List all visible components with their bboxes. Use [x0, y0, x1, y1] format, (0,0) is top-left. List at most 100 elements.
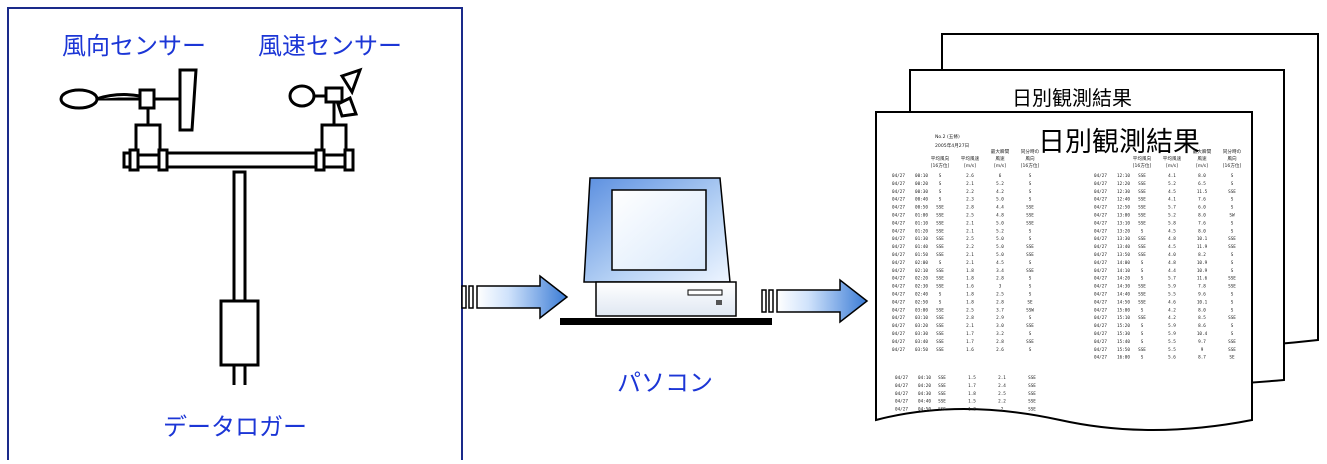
report-cell: 03:20 [915, 323, 928, 329]
report-cell: S [1029, 236, 1032, 242]
report-cell: S [1029, 228, 1032, 234]
report-cell: 04/27 [892, 205, 905, 211]
report-cell: S [1029, 347, 1032, 353]
report-header-left-dir: [16方位] [931, 162, 950, 169]
report-cell: 14:30 [1117, 284, 1130, 290]
report-cell: SSE [1138, 181, 1146, 187]
wind-vane [59, 68, 198, 132]
report-cell: 11.6 [1197, 276, 1208, 282]
report-cell: S [1141, 331, 1144, 337]
computer-icon [560, 177, 772, 325]
report-cell: 04/27 [892, 236, 905, 242]
report-cell: SSE [1026, 205, 1034, 211]
report-cell: 2.1 [966, 181, 974, 187]
report-cell: 5.5 [1168, 292, 1176, 298]
report-cell: 3.4 [996, 268, 1004, 274]
report-cell: SSE [1138, 299, 1146, 305]
report-cell: SSE [1228, 315, 1236, 321]
report-cell: 04/27 [892, 284, 905, 290]
report-cell: S [1231, 260, 1234, 266]
report-cell: 04/27 [892, 220, 905, 226]
report-cell: SSE [1138, 197, 1146, 203]
report-cell: 5.0 [996, 244, 1004, 250]
report-cell: SSE [1228, 236, 1236, 242]
report-cell: 04:40 [918, 399, 931, 405]
report-cell: 12:20 [1117, 181, 1130, 187]
report-cell: 03:40 [915, 339, 928, 345]
report-cell: 04/27 [1094, 323, 1107, 329]
report-cell: SSE [938, 375, 946, 381]
report-cell: SSE [1138, 220, 1146, 226]
report-cell: SSE [1138, 205, 1146, 211]
report-station: No.2 (五條) [935, 133, 960, 140]
report-cell: 2.3 [966, 197, 974, 203]
report-cell: 03:00 [915, 307, 928, 313]
report-cell: 2.1 [966, 228, 974, 234]
report-cell: 2.2 [998, 399, 1006, 405]
report-cell: 2.1 [998, 375, 1006, 381]
report-title: 日別観測結果 [1038, 127, 1200, 158]
report-stack [875, 33, 1319, 431]
report-cell: 01:50 [915, 252, 928, 258]
report-cell: 15:00 [1117, 307, 1130, 313]
report-cell: 04/27 [1094, 292, 1107, 298]
report-cell: SSE [1026, 213, 1034, 219]
report-cell: 2.6 [996, 347, 1004, 353]
report-header-left-avg: [m/s] [964, 163, 976, 169]
anemometer [288, 67, 363, 118]
report-cell: SSE [1026, 244, 1034, 250]
report-cell: SSE [936, 315, 944, 321]
report-cell: S [1029, 181, 1032, 187]
report-cell: 04/27 [895, 383, 908, 389]
report-cell: SSE [938, 407, 946, 413]
report-cell: 04/27 [892, 347, 905, 353]
report-cell: SSE [936, 331, 944, 337]
report-header-right-dir: [16方位] [1133, 162, 1152, 169]
report-cell: 4.4 [1168, 268, 1176, 274]
report-cell: 04/27 [1094, 213, 1107, 219]
report-cell: 04/27 [1094, 220, 1107, 226]
report-cell: S [1029, 315, 1032, 321]
report-cell: S [939, 197, 942, 203]
report-header-left-maxdir: [16方位] [1021, 162, 1040, 169]
report-cell: 8.0 [1198, 307, 1206, 313]
report-cell: 2.8 [966, 315, 974, 321]
report-cell: 04/27 [892, 299, 905, 305]
report-cell: S [1141, 323, 1144, 329]
report-cell: S [1029, 173, 1032, 179]
report-cell: 5.9 [1168, 284, 1176, 290]
report-cell: 5.9 [1168, 331, 1176, 337]
report-header-right-avg: 平均風速 [1163, 155, 1182, 162]
report-cell: S [1141, 276, 1144, 282]
report-cell: 04/27 [895, 375, 908, 381]
report-cell: S [1141, 307, 1144, 313]
report-cell: 2.5 [966, 307, 974, 313]
report-cell: 15:50 [1117, 347, 1130, 353]
report-cell: 04/27 [895, 391, 908, 397]
report-cell: S [1231, 173, 1234, 179]
report-cell: 00:30 [915, 189, 928, 195]
report-cell: 13:20 [1117, 228, 1130, 234]
report-cell: 04/27 [1094, 189, 1107, 195]
report-cell: SSE [1028, 407, 1036, 413]
report-cell: 5.5 [1168, 347, 1176, 353]
report-cell: 04/27 [1094, 355, 1107, 361]
report-cell: 04/27 [1094, 339, 1107, 345]
report-cell: 1.8 [966, 276, 974, 282]
report-cell: SSE [1138, 189, 1146, 195]
report-cell: 4.1 [1168, 173, 1176, 179]
report-cell: 4.2 [996, 189, 1004, 195]
report-cell: SSE [1026, 252, 1034, 258]
report-cell: 04/27 [1094, 173, 1107, 179]
report-cell: S [939, 181, 942, 187]
report-header-left-dir: 平均風向 [931, 155, 950, 162]
report-cell: SSE [1138, 244, 1146, 250]
report-cell: 2.4 [998, 383, 1006, 389]
report-cell: 04:20 [918, 383, 931, 389]
report-cell: 2.8 [996, 276, 1004, 282]
report-cell: 2.2 [966, 244, 974, 250]
report-cell: 3 [999, 284, 1002, 290]
report-cell: 04/27 [1094, 315, 1107, 321]
report-cell: 11.9 [1197, 244, 1208, 250]
report-cell: 1.6 [966, 284, 974, 290]
